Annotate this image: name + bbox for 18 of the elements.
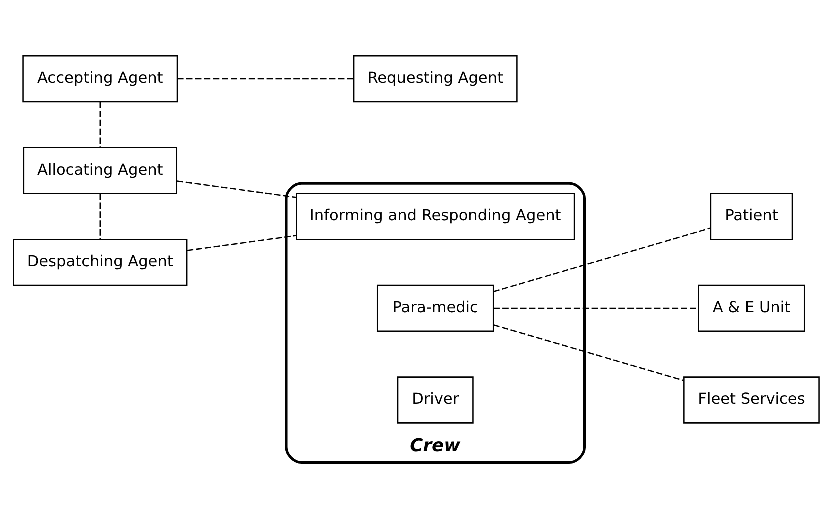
connector — [100, 193, 102, 239]
connector — [178, 78, 354, 80]
connector — [177, 180, 296, 198]
node-box: A & E Unit — [698, 284, 806, 332]
node-box: Fleet Services — [684, 376, 820, 424]
node-box: Requesting Agent — [353, 54, 518, 102]
connector — [494, 227, 711, 292]
node-box: Para-medic — [376, 284, 494, 332]
connector — [494, 324, 684, 381]
node-box: Allocating Agent — [23, 146, 178, 194]
node-box: Informing and Responding Agent — [296, 192, 576, 240]
node-box: Driver — [397, 376, 474, 424]
connector — [187, 234, 296, 251]
node-box: Despatching Agent — [13, 238, 188, 286]
node-box: Patient — [710, 192, 794, 240]
connector — [100, 102, 102, 148]
connector — [494, 307, 699, 309]
node-box: Accepting Agent — [22, 54, 178, 102]
